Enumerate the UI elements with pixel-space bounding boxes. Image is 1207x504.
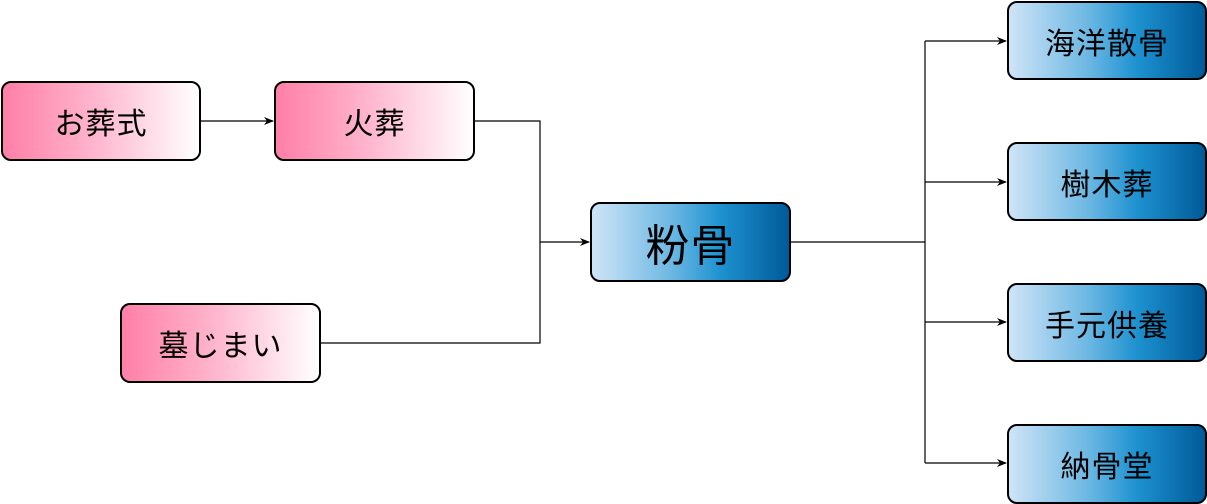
node-home-memorial[interactable]: 手元供養	[1007, 283, 1207, 362]
node-label: 納骨堂	[1060, 450, 1154, 485]
node-label: 粉骨	[645, 221, 736, 272]
node-label: 火葬	[343, 107, 406, 142]
node-funeral[interactable]: お葬式	[1, 81, 201, 161]
node-label: 海洋散骨	[1045, 26, 1169, 62]
node-cremation[interactable]: 火葬	[274, 81, 475, 161]
node-label: お葬式	[54, 107, 148, 142]
node-label: 墓じまい	[158, 329, 283, 364]
node-label: 手元供養	[1045, 308, 1169, 344]
node-grave-closure[interactable]: 墓じまい	[120, 303, 321, 383]
node-powdering[interactable]: 粉骨	[590, 202, 791, 282]
node-columbarium[interactable]: 納骨堂	[1007, 424, 1207, 504]
node-label: 樹木葬	[1060, 167, 1154, 203]
edge-cremation-to-bus	[474, 120, 541, 242]
node-tree-burial[interactable]: 樹木葬	[1007, 142, 1207, 221]
node-sea-scattering[interactable]: 海洋散骨	[1007, 1, 1207, 80]
edge-grave-closure-to-bus	[320, 242, 541, 344]
